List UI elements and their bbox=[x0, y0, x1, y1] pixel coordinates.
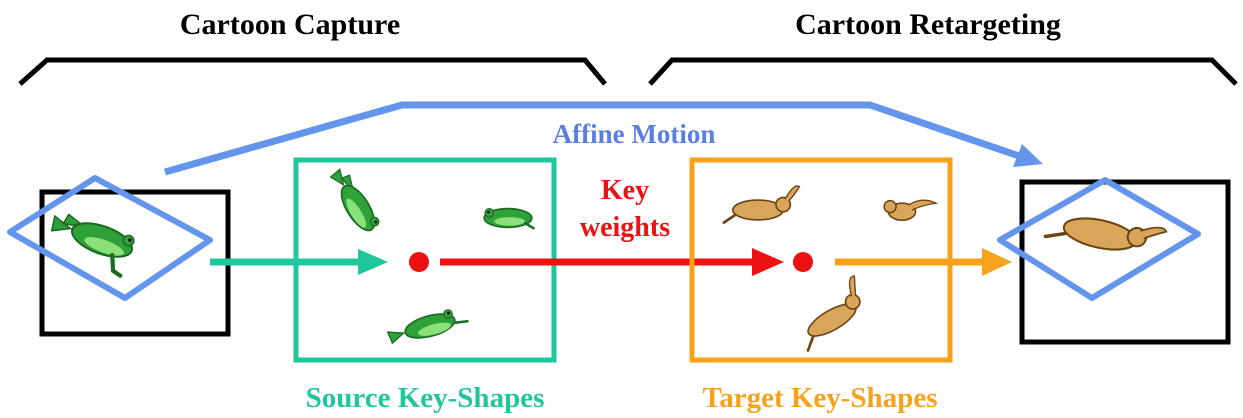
source-blend-point bbox=[409, 252, 429, 272]
capture-bracket bbox=[18, 57, 607, 86]
cartoon-retargeting-heading: Cartoon Retargeting bbox=[795, 8, 1061, 41]
capture-arrowhead bbox=[358, 249, 388, 275]
frog-icon bbox=[50, 213, 135, 278]
affine-motion-arrowhead bbox=[1013, 144, 1043, 167]
affine-motion-label: Affine Motion bbox=[553, 119, 716, 149]
output-frame bbox=[1019, 179, 1231, 345]
target-blend-point bbox=[793, 252, 813, 272]
input-affine-quad bbox=[7, 175, 213, 301]
rabbit-icon bbox=[883, 199, 939, 221]
output-affine-quad bbox=[997, 177, 1201, 301]
key-weights-arrowhead bbox=[752, 248, 784, 276]
affine-motion-arrow bbox=[164, 101, 1027, 176]
rabbit-icon bbox=[1043, 217, 1168, 251]
source-key-shapes-label: Source Key-Shapes bbox=[306, 382, 545, 414]
rabbit-icon bbox=[806, 275, 861, 352]
key-weights-label-line1: Key bbox=[601, 175, 649, 206]
retargeting-bracket bbox=[648, 57, 1238, 86]
key-weights-label-line2: weights bbox=[580, 212, 670, 243]
retarget-arrowhead bbox=[982, 248, 1012, 276]
frog-icon bbox=[329, 168, 380, 232]
rabbit-icon bbox=[722, 185, 801, 224]
frog-icon bbox=[483, 207, 535, 230]
cartoon-capture-heading: Cartoon Capture bbox=[180, 8, 400, 41]
frog-icon bbox=[386, 309, 469, 345]
target-key-shapes-label: Target Key-Shapes bbox=[703, 382, 938, 414]
